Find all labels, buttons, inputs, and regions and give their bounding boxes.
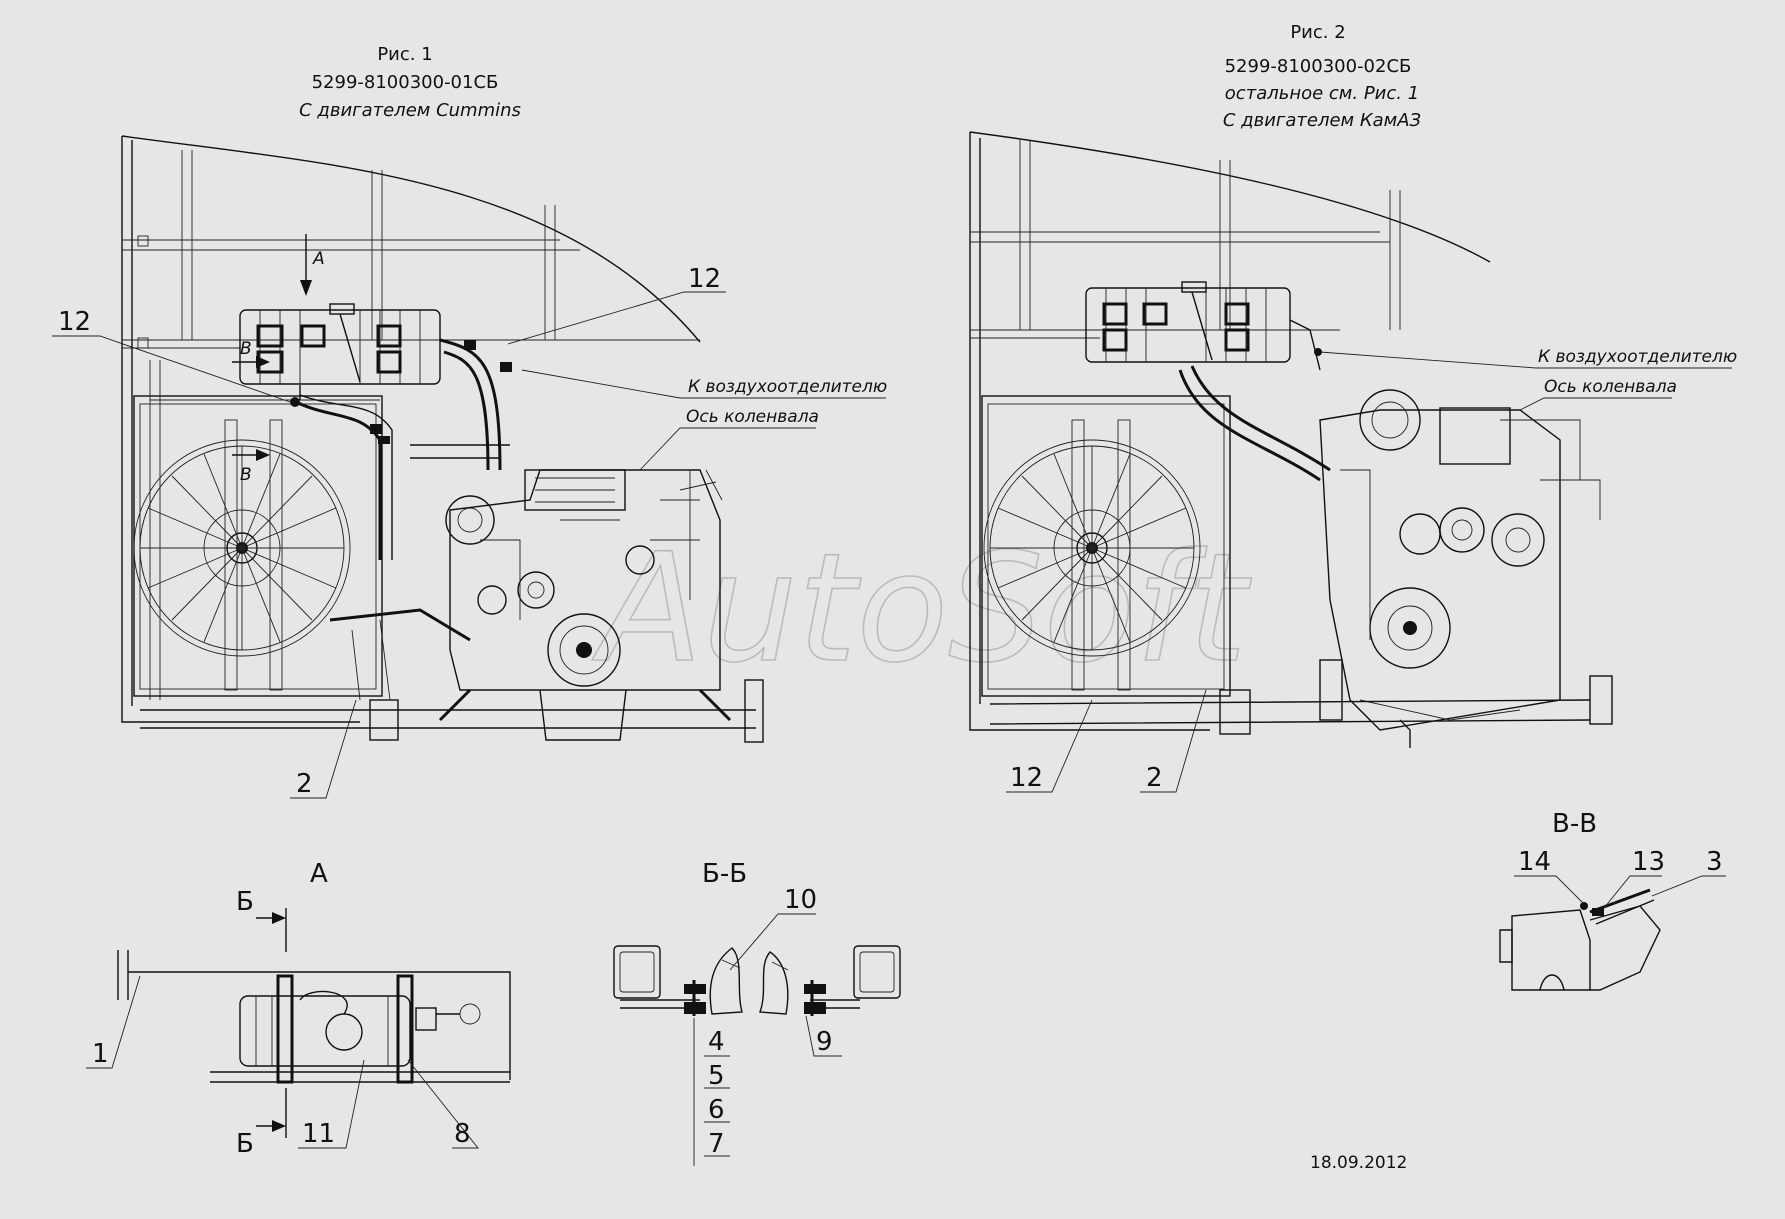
fig1-header: Рис. 1 5299-8100300-01СБ С двигателем Cu…	[299, 44, 521, 121]
view-a-callout-8: 8	[454, 1119, 471, 1149]
section-bb-callout-6: 6	[708, 1095, 725, 1125]
fig1-subtitle: С двигателем Cummins	[299, 100, 521, 121]
view-a-callout-11: 11	[302, 1119, 335, 1149]
fig2-subtitle: С двигателем КамАЗ	[1223, 110, 1422, 131]
section-bb-title: Б-Б	[702, 859, 747, 889]
fig1-callout-12-left: 12	[58, 307, 91, 337]
fig1-expansion-tank	[239, 303, 441, 385]
fig2-title: Рис. 2	[1290, 22, 1345, 43]
fig1-callout-12-right: 12	[688, 264, 721, 294]
view-a-section-bottom: Б	[236, 1129, 254, 1159]
section-vv: В-В 14 13 3	[1499, 809, 1726, 991]
section-vv-callout-13: 13	[1632, 847, 1665, 877]
section-bb-callout-4: 4	[708, 1027, 725, 1057]
section-bb-callout-10: 10	[784, 885, 817, 915]
view-a: А Б Б 1 11 8	[86, 859, 511, 1159]
fig1-callout-2: 2	[296, 769, 313, 799]
view-a-callout-1: 1	[92, 1039, 109, 1069]
fig1-section-v-bottom: В	[240, 465, 252, 485]
fig1-note-air-separator: К воздухоотделителю	[688, 377, 887, 397]
fig2-callout-12: 12	[1010, 763, 1043, 793]
fig2-expansion-tank	[1085, 281, 1291, 363]
fig1-note-crankshaft: Ось коленвала	[686, 407, 819, 427]
fig2-note-crankshaft: Ось коленвала	[1544, 377, 1677, 397]
fig1-section-v-top: В	[240, 339, 252, 359]
section-bb-callout-7: 7	[708, 1129, 725, 1159]
fig1-code: 5299-8100300-01СБ	[312, 72, 499, 93]
section-bb-callout-5: 5	[708, 1061, 725, 1091]
view-a-title: А	[310, 859, 328, 889]
fig2-engine	[1319, 389, 1601, 748]
watermark: AutoSoft	[592, 522, 1252, 696]
fig2-callout-2: 2	[1146, 763, 1163, 793]
fig1-view-a: А	[312, 249, 325, 269]
section-vv-callout-3: 3	[1706, 847, 1723, 877]
fig1-fan	[133, 439, 351, 657]
section-vv-callout-14: 14	[1518, 847, 1551, 877]
fig2-drawing: 12 2 К воздухоотделителю Ось коленвала	[969, 131, 1737, 793]
fig1-title: Рис. 1	[377, 44, 432, 65]
fig2-code: 5299-8100300-02СБ	[1225, 56, 1412, 77]
fig2-header: Рис. 2 5299-8100300-02СБ остальное см. Р…	[1223, 22, 1422, 131]
section-bb-callout-9: 9	[816, 1027, 833, 1057]
section-bb: Б-Б 10 4 5 6 7 9	[613, 859, 901, 1166]
drawing-date: 18.09.2012	[1310, 1153, 1407, 1173]
fig2-ref: остальное см. Рис. 1	[1225, 83, 1419, 104]
fig2-fan	[983, 439, 1201, 657]
view-a-section-top: Б	[236, 887, 254, 917]
fig1-drawing: А В В 12 12 2 К воздухоотделителю Ось ко…	[52, 135, 887, 799]
section-vv-title: В-В	[1552, 809, 1597, 839]
fig2-note-air-separator: К воздухоотделителю	[1538, 347, 1737, 367]
fig1-engine	[438, 469, 732, 741]
